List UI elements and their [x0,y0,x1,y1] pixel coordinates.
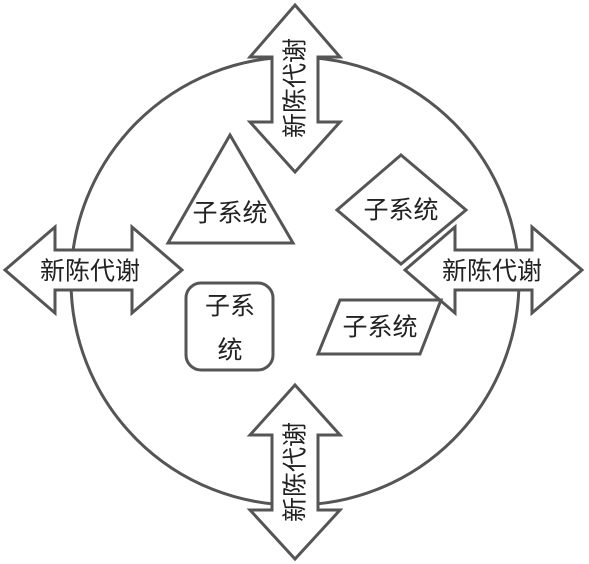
right-arrow-label: 新陈代谢 [442,257,542,286]
parallelogram-subsystem [315,298,444,356]
bottom-exchange-arrow [246,382,344,562]
left-arrow-label: 新陈代谢 [40,257,140,286]
rounded-rect-subsystem [184,281,275,372]
right-exchange-arrow [402,223,585,317]
top-arrow-label: 新陈代谢 [281,38,310,138]
bottom-arrow-label: 新陈代谢 [281,422,310,522]
rounded-rect-subsystem-label-line2: 统 [217,336,242,365]
left-exchange-arrow [2,223,185,317]
triangle-subsystem-label: 子系统 [192,199,267,228]
triangle-subsystem [165,132,296,245]
diamond-subsystem [334,153,469,266]
diamond-subsystem-label: 子系统 [363,196,438,225]
rounded-rect-subsystem-label-line1: 子系 [205,292,255,321]
parallelogram-subsystem-label: 子系统 [342,313,417,342]
top-exchange-arrow [246,2,344,175]
